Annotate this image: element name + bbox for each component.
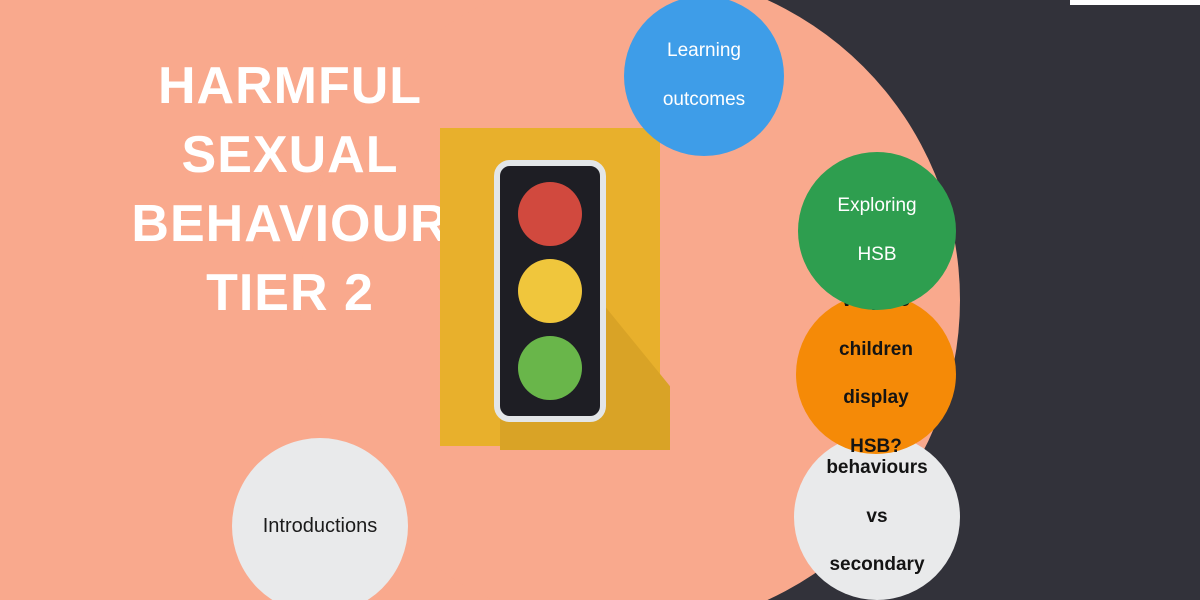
bubble-introductions-label: Introductions [262,514,378,537]
title-line-3: BEHAVIOUR [131,195,449,254]
title-line-2: SEXUAL [181,126,399,185]
bubble-exploring-hsb-line-2: HSB [857,244,897,266]
bubble-why-children-display-hsb[interactable]: Why do children display HSB? [796,290,956,457]
bubble-hsb-vs-line-4: secondary [829,554,925,576]
traffic-light-amber-lamp [518,259,582,323]
bubble-why-line-2: children [839,338,913,360]
traffic-light-green-lamp [518,336,582,400]
page-title: HARMFUL SEXUAL BEHAVIOUR TIER 2 [40,52,540,329]
bubble-why-line-4: HSB? [850,435,902,457]
bubble-learning-outcomes[interactable]: Learning outcomes [624,0,784,156]
bubble-hsb-vs-line-2: behaviours [826,457,928,479]
bubble-exploring-hsb[interactable]: Exploring HSB [798,152,956,310]
bubble-learning-outcomes-label: Learning outcomes [624,39,784,113]
bubble-why-children-display-hsb-label: Why do children display HSB? [796,289,956,459]
bubble-introductions[interactable]: Introductions [232,438,408,600]
bubble-hsb-vs-line-3: vs [866,505,888,527]
bubble-exploring-hsb-label: Exploring HSB [798,194,956,268]
title-line-4: TIER 2 [206,264,374,323]
traffic-light-icon [494,160,606,422]
bubble-exploring-hsb-line-1: Exploring [837,194,917,216]
bubble-why-line-3: display [843,387,909,409]
bubble-learning-outcomes-line-1: Learning [667,39,741,61]
bubble-learning-outcomes-line-2: outcomes [662,89,746,111]
traffic-light-red-lamp [518,182,582,246]
top-right-strip [1070,0,1200,5]
title-line-1: HARMFUL [157,57,423,115]
